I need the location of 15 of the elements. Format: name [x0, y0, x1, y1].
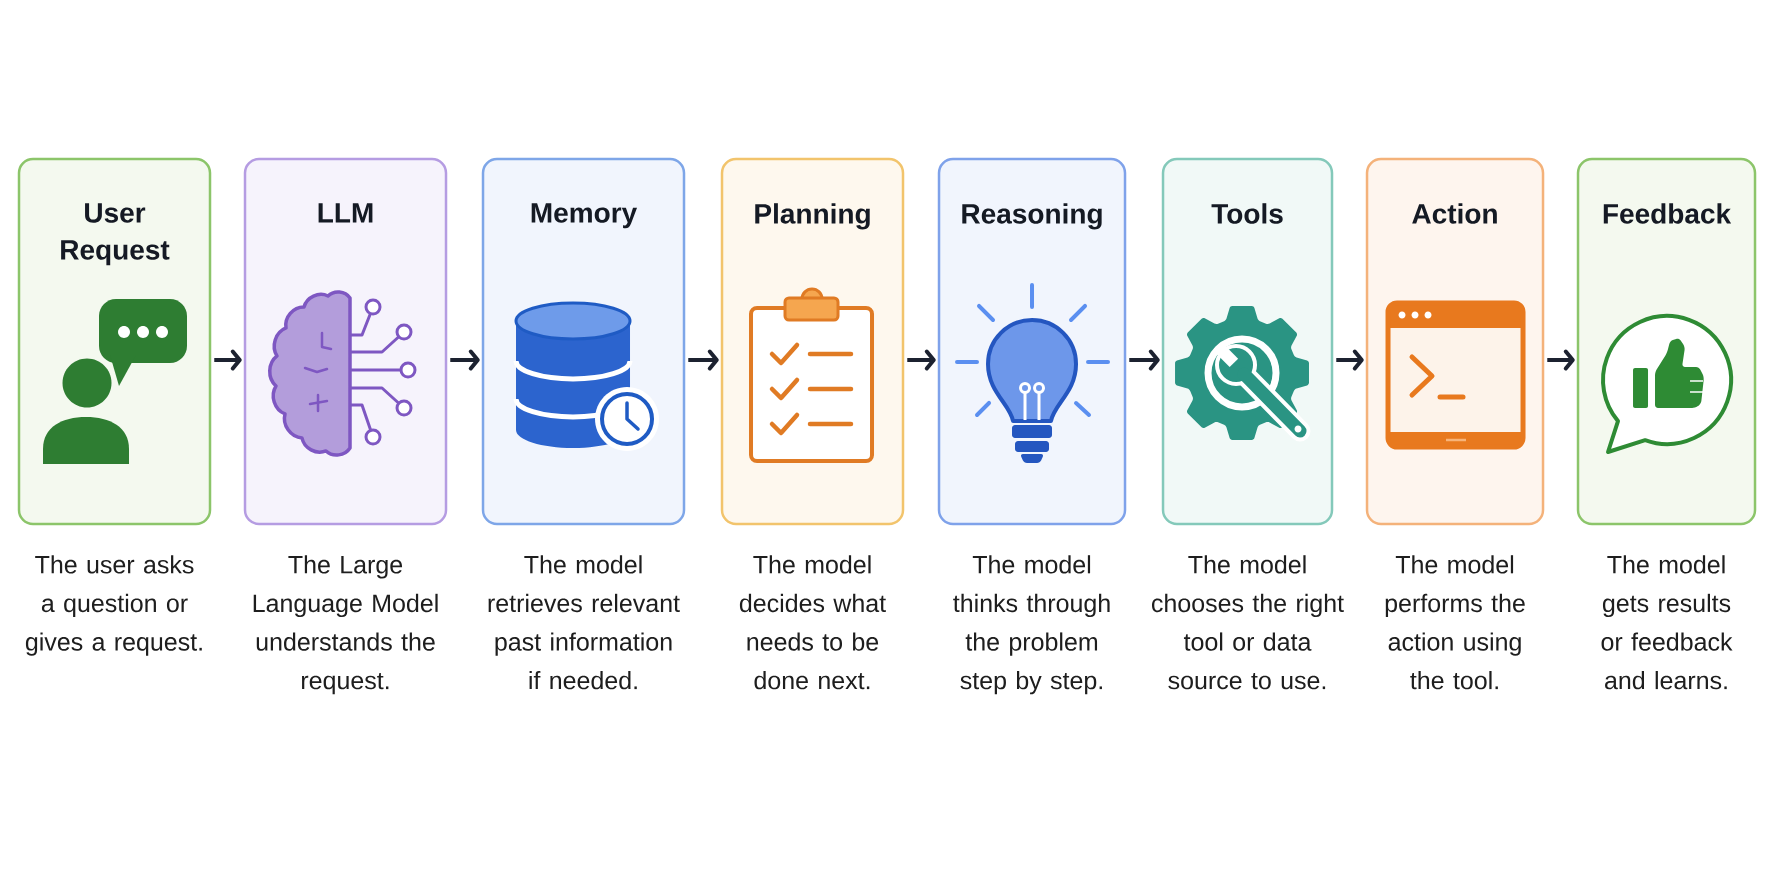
step-description: The model performs the action using the tool.	[1385, 555, 1525, 690]
step-description: The Large Language Model understands the request.	[253, 555, 438, 695]
arrow	[1547, 349, 1575, 371]
arrow	[1336, 349, 1364, 371]
step-description: The model retrieves relevant past information if needed.	[488, 555, 680, 690]
step-description: The model decides what needs to be done next.	[739, 555, 886, 690]
step-description: The model thinks through the problem step by step.	[953, 555, 1110, 695]
arrow	[907, 349, 936, 371]
arrow	[688, 349, 719, 371]
arrow	[214, 349, 242, 371]
arrow	[450, 349, 480, 371]
arrow	[1129, 349, 1160, 371]
step-description: The user asks a question or gives a request.	[25, 555, 202, 656]
step-description: The model gets results or feedback and learns.	[1601, 555, 1733, 690]
step-description: The model chooses the right tool or data source to use.	[1152, 555, 1344, 690]
